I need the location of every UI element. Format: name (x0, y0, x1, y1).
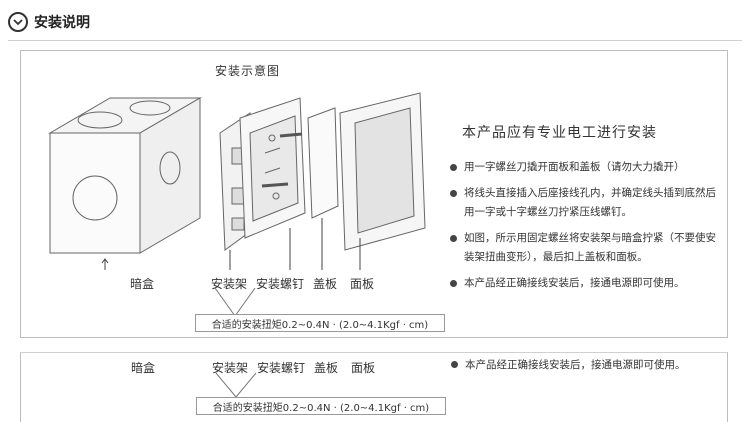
torque-spec-box: 合适的安装扭矩0.2~0.4N · (2.0~4.1Kgf · cm) (195, 314, 445, 332)
bullet-icon (451, 361, 458, 368)
label-panel: 面板 (351, 361, 376, 375)
header-divider (8, 40, 742, 41)
instruction-frame (20, 50, 728, 338)
list-item: 将线头直接插入后座接线孔内，并确定线头插到底然后用一字或十字螺丝刀拧紧压线螺钉。 (450, 184, 720, 222)
torque-pointer-lines (215, 372, 257, 398)
label-mount: 安装架 (211, 277, 248, 291)
chevron-down-icon[interactable] (8, 12, 28, 32)
list-item: 本产品经正确接线安装后，接通电源即可使用。 (451, 357, 686, 372)
screw-drawing (261, 132, 303, 188)
bullet-icon (450, 190, 457, 197)
bullet-icon (450, 280, 457, 287)
wall-box-drawing (48, 97, 202, 254)
socket-body-drawing (239, 97, 306, 239)
label-panel: 面板 (350, 277, 375, 291)
bullet-icon (450, 235, 457, 242)
label-cover: 盖板 (314, 361, 339, 375)
installation-diagram (48, 92, 426, 270)
list-item: 如图，所示用固定螺丝将安装架与暗盒拧紧（不要使安装架扭曲变形），最后扣上盖板和面… (450, 229, 720, 267)
label-wall-box: 暗盒 (131, 361, 156, 375)
label-cover: 盖板 (313, 277, 338, 291)
step-text: 将线头直接插入后座接线孔内，并确定线头插到底然后用一字或十字螺丝刀拧紧压线螺钉。 (464, 187, 716, 218)
install-steps-list: 用一字螺丝刀撬开面板和盖板（请勿大力撬开） 将线头直接插入后座接线孔内，并确定线… (450, 158, 720, 300)
diagram-title: 安装示意图 (215, 64, 281, 78)
step-text: 本产品经正确接线安装后，接通电源即可使用。 (464, 277, 685, 289)
cover-plate-drawing (307, 107, 339, 219)
label-screw: 安装螺钉 (256, 277, 305, 291)
section-header: 安装说明 (8, 8, 90, 36)
repeated-strip: 暗盒 安装架 安装螺钉 盖板 面板 合适的安装扭矩0.2~0.4N · (2.0… (20, 352, 728, 422)
professional-install-notice: 本产品应有专业电工进行安装 (462, 125, 657, 141)
step-text: 本产品经正确接线安装后，接通电源即可使用。 (465, 359, 686, 371)
list-item: 本产品经正确接线安装后，接通电源即可使用。 (450, 274, 720, 293)
torque-spec-box: 合适的安装扭矩0.2~0.4N · (2.0~4.1Kgf · cm) (196, 397, 446, 415)
torque-pointer-lines (214, 287, 256, 316)
step-text: 用一字螺丝刀撬开面板和盖板（请勿大力撬开） (464, 161, 685, 173)
label-arrows (101, 218, 361, 270)
list-item: 用一字螺丝刀撬开面板和盖板（请勿大力撬开） (450, 158, 720, 177)
label-mount: 安装架 (212, 361, 249, 375)
label-wall-box: 暗盒 (130, 277, 155, 291)
step-text: 如图，所示用固定螺丝将安装架与暗盒拧紧（不要使安装架扭曲变形），最后扣上盖板和面… (464, 232, 716, 263)
face-panel-drawing (339, 92, 426, 251)
label-screw: 安装螺钉 (257, 361, 306, 375)
section-title: 安装说明 (34, 15, 90, 31)
bullet-icon (450, 164, 457, 171)
